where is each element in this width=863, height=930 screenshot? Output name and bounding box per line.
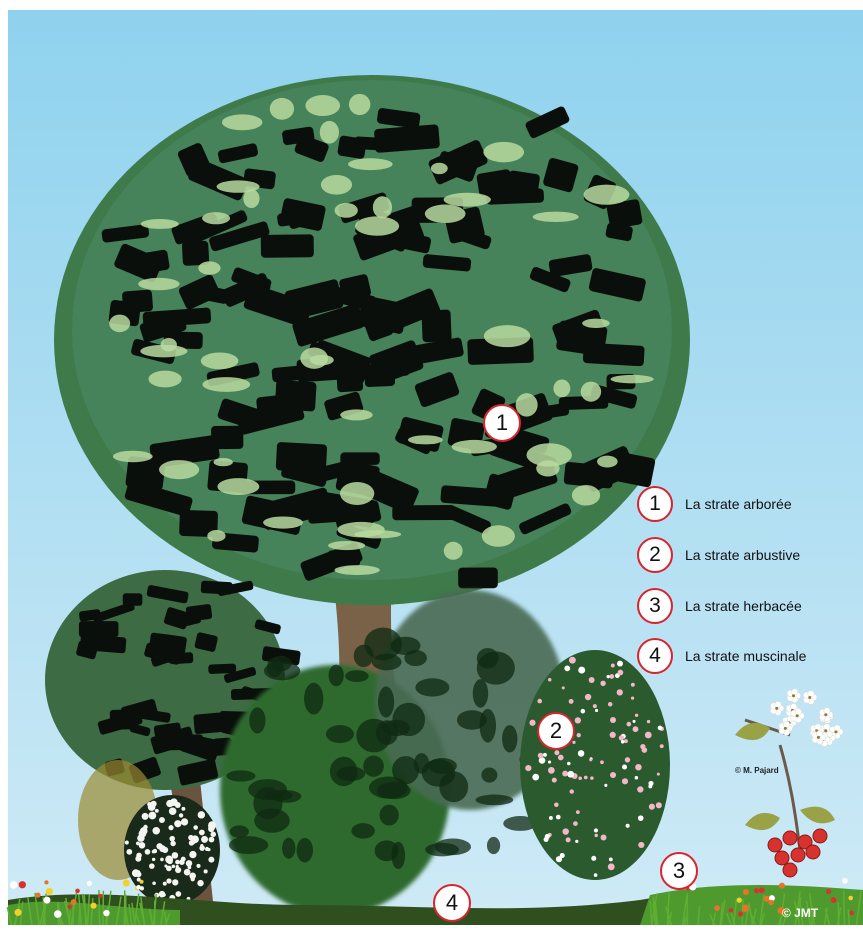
- marker-stratum-1: 1: [483, 404, 521, 442]
- legend-label: La strate arbustive: [685, 547, 800, 563]
- marker-stratum-2: 2: [537, 712, 575, 750]
- flowering-shrub: [520, 650, 670, 880]
- legend-label: La strate arborée: [685, 496, 792, 512]
- legend-item-2: 2 La strate arbustive: [637, 537, 800, 573]
- legend-item-3: 3 La strate herbacée: [637, 588, 802, 624]
- illustration-credit: © M. Pajard: [735, 766, 779, 775]
- legend-number: 3: [637, 588, 673, 624]
- author-credit: © JMT: [782, 906, 818, 920]
- legend-number: 4: [637, 638, 673, 674]
- legend-label: La strate herbacée: [685, 598, 802, 614]
- marker-stratum-3: 3: [660, 852, 698, 890]
- legend-number: 2: [637, 537, 673, 573]
- legend-number: 1: [637, 486, 673, 522]
- legend-item-1: 1 La strate arborée: [637, 486, 792, 522]
- marker-stratum-4: 4: [433, 884, 471, 922]
- legend-label: La strate muscinale: [685, 648, 806, 664]
- legend-item-4: 4 La strate muscinale: [637, 638, 806, 674]
